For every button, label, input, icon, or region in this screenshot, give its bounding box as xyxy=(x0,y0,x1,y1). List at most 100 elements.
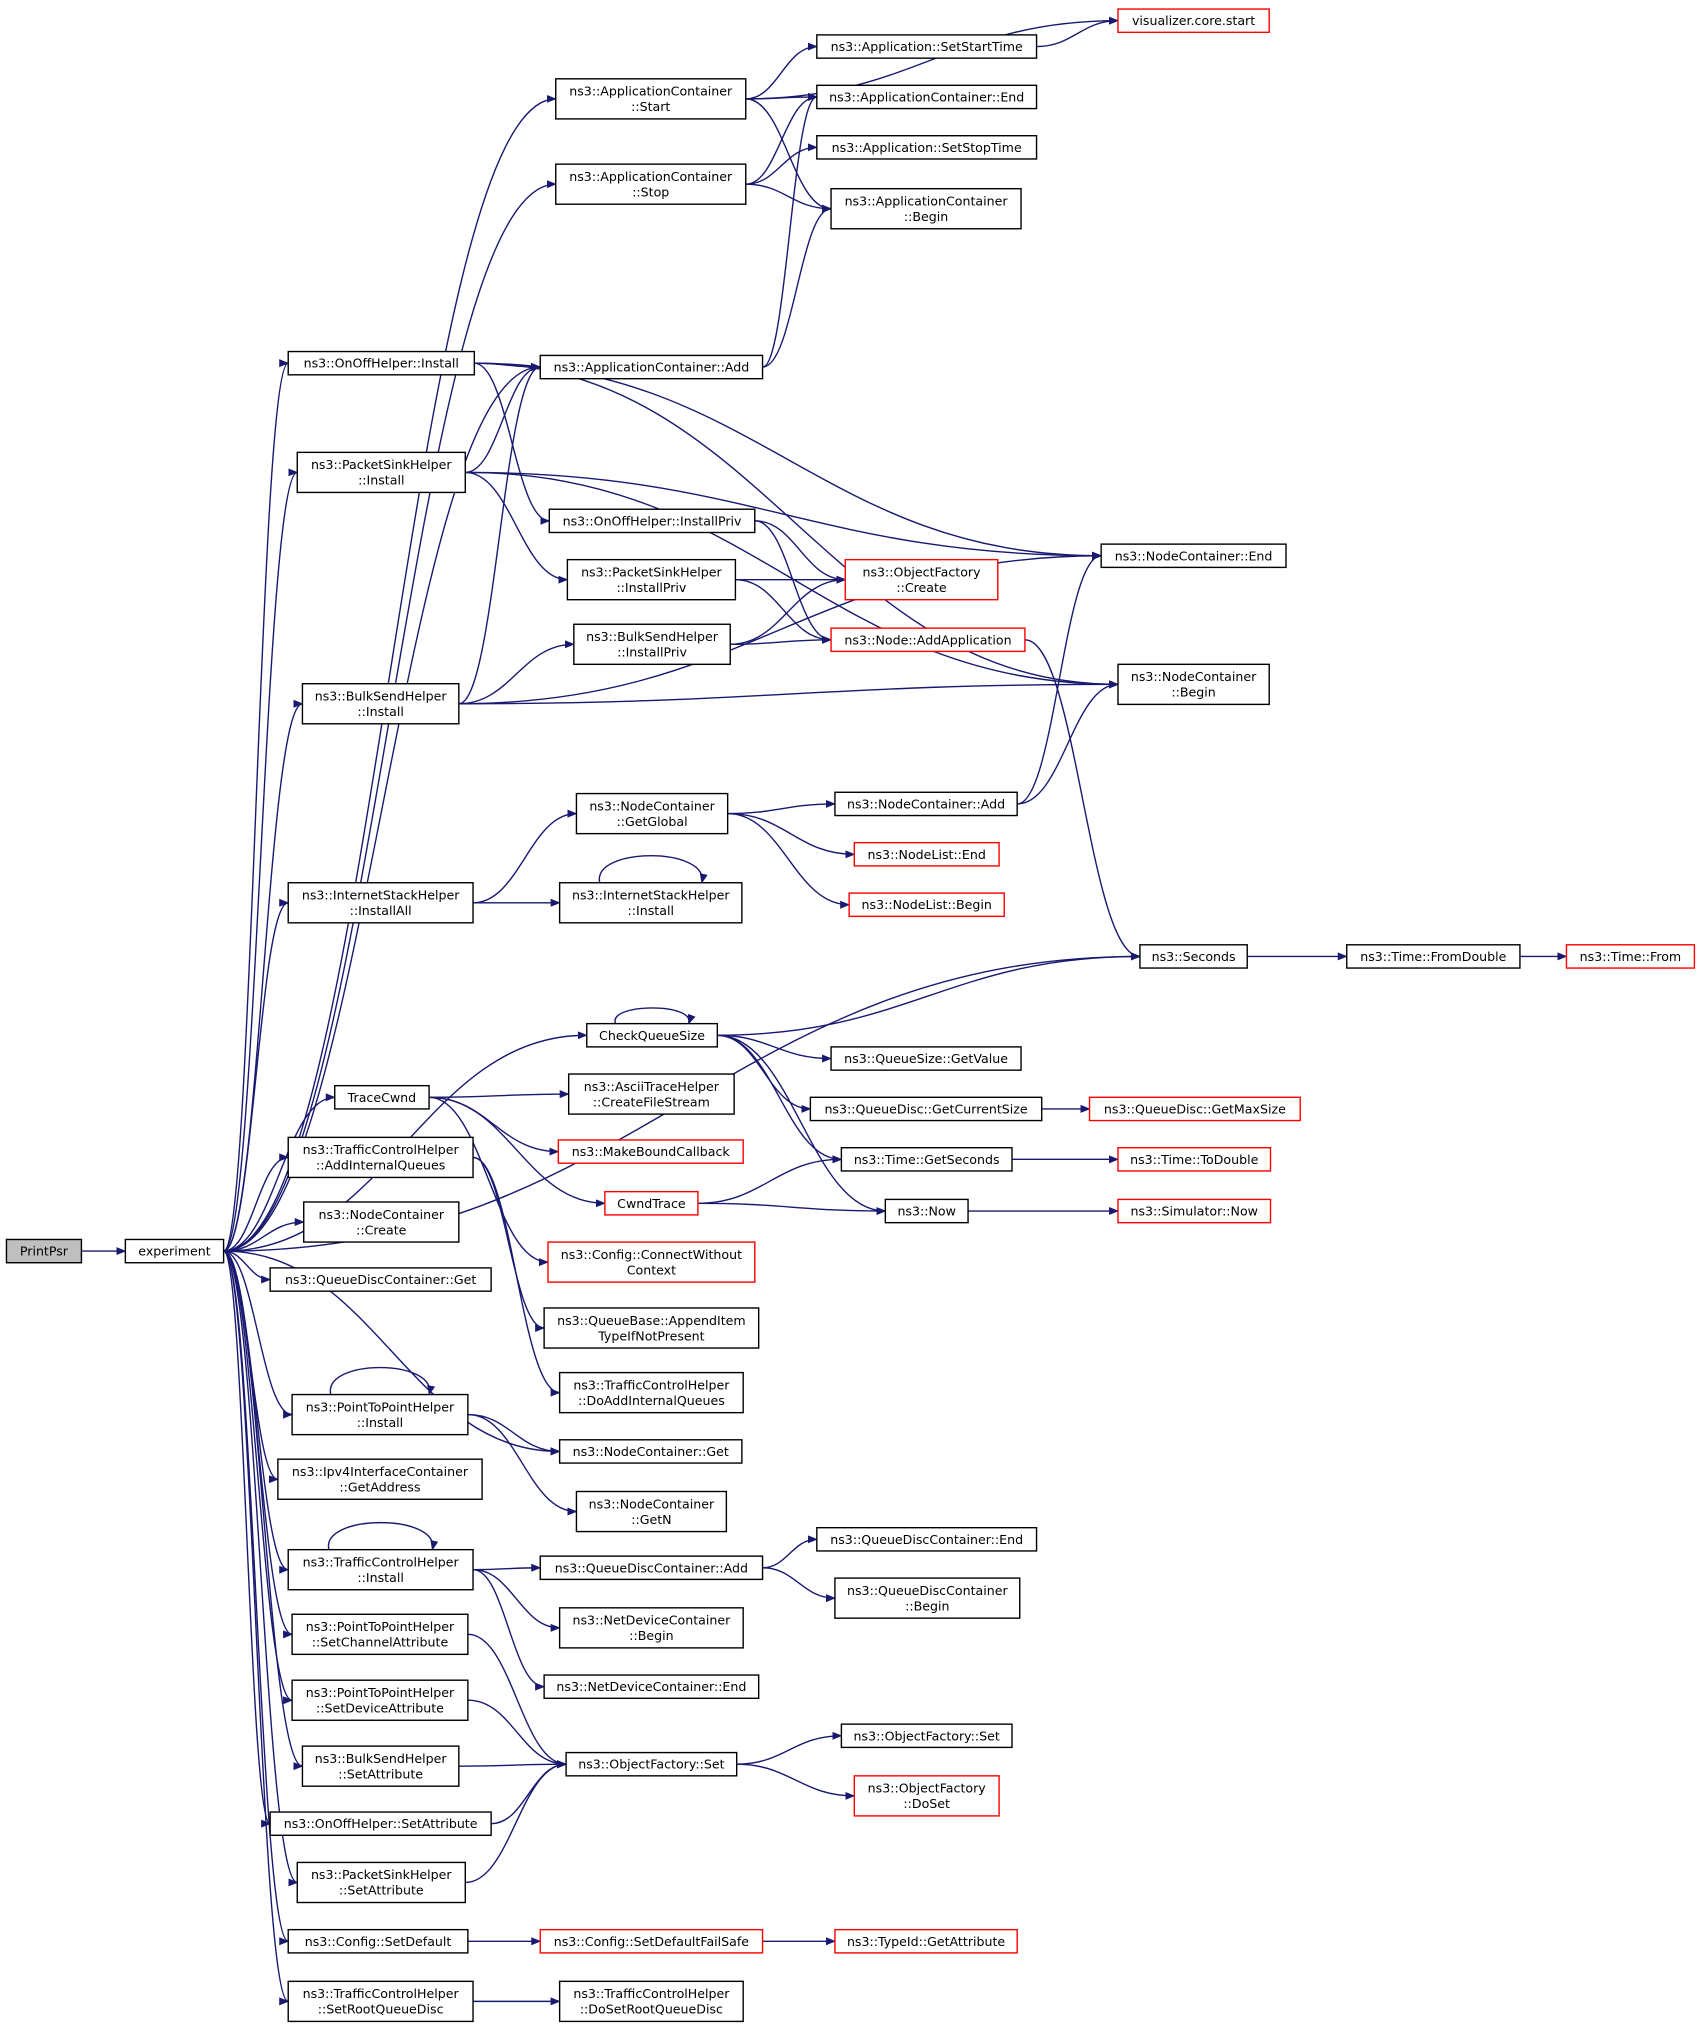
node-visualizer[interactable]: visualizer.core.start xyxy=(1117,8,1270,34)
edge-tch_addinternal-to-qb_append xyxy=(472,1156,546,1332)
node-bulk_installpriv[interactable]: ns3::BulkSendHelper::InstallPriv xyxy=(573,623,731,666)
node-psink_setattr[interactable]: ns3::PacketSinkHelper::SetAttribute xyxy=(296,1861,466,1904)
node-qdc_end[interactable]: ns3::QueueDiscContainer::End xyxy=(816,1526,1038,1552)
node-ipv4_getaddr[interactable]: ns3::Ipv4InterfaceContainer::GetAddress xyxy=(277,1458,483,1500)
node-node_addapp[interactable]: ns3::Node::AddApplication xyxy=(830,627,1026,653)
edge-nc_getglobal-to-nodelist_begin xyxy=(727,812,851,909)
node-nc_create[interactable]: ns3::NodeContainer::Create xyxy=(303,1201,460,1243)
edge-bulk_install-to-nc_begin xyxy=(458,680,1119,705)
node-cwndtrace[interactable]: CwndTrace xyxy=(604,1190,699,1216)
node-nodelist_end[interactable]: ns3::NodeList::End xyxy=(853,841,1000,867)
node-appc_end[interactable]: ns3::ApplicationContainer::End xyxy=(816,84,1038,110)
node-objfac_set2[interactable]: ns3::ObjectFactory::Set xyxy=(840,1723,1013,1749)
edge-cwndtrace-to-now xyxy=(697,1202,887,1216)
node-label: ns3::Time::GetSeconds xyxy=(854,1152,1000,1167)
node-time_getseconds[interactable]: ns3::Time::GetSeconds xyxy=(840,1147,1013,1172)
node-appc_add[interactable]: ns3::ApplicationContainer::Add xyxy=(539,354,764,380)
node-tch_dosetroot[interactable]: ns3::TrafficControlHelper::DoSetRootQueu… xyxy=(558,1980,744,2023)
node-onoff_setattr[interactable]: ns3::OnOffHelper::SetAttribute xyxy=(269,1811,492,1836)
node-psink_install[interactable]: ns3::PacketSinkHelper::Install xyxy=(296,451,466,494)
node-ascii_create[interactable]: ns3::AsciiTraceHelper::CreateFileStream xyxy=(567,1073,735,1115)
node-typeid_getattr[interactable]: ns3::TypeId::GetAttribute xyxy=(834,1928,1018,1954)
node-label: ns3::ObjectFactory xyxy=(868,1781,987,1796)
node-tch_setroot[interactable]: ns3::TrafficControlHelper::SetRootQueueD… xyxy=(287,1980,474,2023)
node-box xyxy=(548,508,756,534)
node-label: ns3::TypeId::GetAttribute xyxy=(847,1934,1005,1949)
node-label: ns3::TrafficControlHelper xyxy=(303,1986,460,2001)
node-box xyxy=(816,84,1038,110)
node-qb_append[interactable]: ns3::QueueBase::AppendItemTypeIfNotPrese… xyxy=(543,1307,760,1349)
node-box xyxy=(573,623,731,666)
node-nodelist_begin[interactable]: ns3::NodeList::Begin xyxy=(848,892,1005,918)
node-label: ns3::PacketSinkHelper xyxy=(311,1867,452,1882)
node-p2p_install[interactable]: ns3::PointToPointHelper::Install xyxy=(291,1393,469,1436)
node-psink_installpriv[interactable]: ns3::PacketSinkHelper::InstallPriv xyxy=(566,558,737,601)
node-label: ::Begin xyxy=(629,1628,673,1643)
node-appc_stop[interactable]: ns3::ApplicationContainer::Stop xyxy=(555,163,747,205)
node-time_todouble[interactable]: ns3::Time::ToDouble xyxy=(1117,1147,1272,1172)
node-onoff_install[interactable]: ns3::OnOffHelper::Install xyxy=(287,350,476,376)
node-qd_getcurrent[interactable]: ns3::QueueDisc::GetCurrentSize xyxy=(809,1096,1043,1122)
node-tch_doadd[interactable]: ns3::TrafficControlHelper::DoAddInternal… xyxy=(558,1371,744,1414)
node-ndc_end[interactable]: ns3::NetDeviceContainer::End xyxy=(543,1674,760,1699)
node-appc_start[interactable]: ns3::ApplicationContainer::Start xyxy=(555,78,747,120)
node-p2p_setchan[interactable]: ns3::PointToPointHelper::SetChannelAttri… xyxy=(291,1613,469,1656)
node-objfac_set[interactable]: ns3::ObjectFactory::Set xyxy=(565,1751,738,1777)
node-nc_get[interactable]: ns3::NodeContainer::Get xyxy=(558,1439,743,1464)
node-time_from[interactable]: ns3::Time::From xyxy=(1565,944,1696,969)
node-nc_getn[interactable]: ns3::NodeContainer::GetN xyxy=(575,1490,728,1533)
node-qd_getmax[interactable]: ns3::QueueDisc::GetMaxSize xyxy=(1088,1096,1301,1122)
node-onoff_installpriv[interactable]: ns3::OnOffHelper::InstallPriv xyxy=(548,508,756,534)
node-label: CheckQueueSize xyxy=(599,1028,705,1043)
node-ish_install[interactable]: ns3::InternetStackHelper::Install xyxy=(558,882,743,924)
node-now[interactable]: ns3::Now xyxy=(884,1198,969,1224)
node-tch_install[interactable]: ns3::TrafficControlHelper::Install xyxy=(287,1548,474,1591)
edge-experiment-to-psink_install xyxy=(222,468,299,1252)
node-bulk_install[interactable]: ns3::BulkSendHelper::Install xyxy=(301,683,460,725)
node-qdc_get[interactable]: ns3::QueueDiscContainer::Get xyxy=(269,1267,492,1292)
node-checkqueuesize[interactable]: CheckQueueSize xyxy=(586,1022,719,1048)
node-qs_getvalue[interactable]: ns3::QueueSize::GetValue xyxy=(830,1046,1022,1071)
node-config_setdefault[interactable]: ns3::Config::SetDefault xyxy=(287,1928,469,1954)
node-p2p_setdev[interactable]: ns3::PointToPointHelper::SetDeviceAttrib… xyxy=(291,1679,469,1721)
node-label: ::Create xyxy=(356,1222,407,1237)
node-bulk_setattr[interactable]: ns3::BulkSendHelper::SetAttribute xyxy=(301,1745,460,1787)
node-label: ns3::PointToPointHelper xyxy=(306,1619,455,1634)
node-tch_addinternal[interactable]: ns3::TrafficControlHelper::AddInternalQu… xyxy=(287,1136,474,1179)
node-time_fromdouble[interactable]: ns3::Time::FromDouble xyxy=(1346,944,1521,969)
node-tracecwnd[interactable]: TraceCwnd xyxy=(334,1084,430,1110)
node-nc_add[interactable]: ns3::NodeContainer::Add xyxy=(834,791,1018,817)
node-label: ::GetAddress xyxy=(339,1479,420,1494)
node-seconds[interactable]: ns3::Seconds xyxy=(1139,944,1248,969)
node-box xyxy=(1117,8,1270,34)
node-experiment[interactable]: experiment xyxy=(124,1238,225,1264)
node-box xyxy=(834,791,1018,817)
node-objfac_create[interactable]: ns3::ObjectFactory::Create xyxy=(844,558,999,601)
edge-experiment-to-bulk_setattr xyxy=(223,1250,304,1771)
node-qdc_add[interactable]: ns3::QueueDiscContainer::Add xyxy=(539,1555,764,1581)
node-config_setdefaultfs[interactable]: ns3::Config::SetDefaultFailSafe xyxy=(539,1928,764,1954)
node-ish_installall[interactable]: ns3::InternetStackHelper::InstallAll xyxy=(287,882,474,924)
node-nc_begin[interactable]: ns3::NodeContainer::Begin xyxy=(1117,663,1270,706)
node-printpsr[interactable]: PrintPsr xyxy=(5,1238,83,1264)
node-qdc_begin[interactable]: ns3::QueueDiscContainer::Begin xyxy=(834,1577,1021,1619)
edge-tch_install-to-ndc_begin xyxy=(473,1568,561,1632)
edge-p2p_install-to-nc_getn xyxy=(467,1413,578,1516)
node-objfac_doset[interactable]: ns3::ObjectFactory::DoSet xyxy=(853,1775,1000,1817)
edge-tch_install-to-ndc_end xyxy=(472,1568,546,1691)
edge-appc_stop-to-appc_end xyxy=(745,92,818,185)
edge-psink_setattr-to-objfac_set xyxy=(465,1760,568,1884)
edge-tch_addinternal-to-tch_doadd xyxy=(472,1156,561,1397)
node-nc_getglobal[interactable]: ns3::NodeContainer::GetGlobal xyxy=(575,792,729,835)
node-label: ns3::Time::FromDouble xyxy=(1360,949,1506,964)
node-app_setstop[interactable]: ns3::Application::SetStopTime xyxy=(816,135,1038,160)
node-appc_begin[interactable]: ns3::ApplicationContainer::Begin xyxy=(830,187,1022,230)
node-ndc_begin[interactable]: ns3::NetDeviceContainer::Begin xyxy=(558,1607,744,1649)
node-box xyxy=(296,451,466,494)
node-app_setstart[interactable]: ns3::Application::SetStartTime xyxy=(816,34,1038,59)
node-sim_now[interactable]: ns3::Simulator::Now xyxy=(1117,1198,1272,1224)
node-makebound[interactable]: ns3::MakeBoundCallback xyxy=(557,1139,744,1164)
node-nc_end[interactable]: ns3::NodeContainer::End xyxy=(1100,543,1287,569)
node-label: ::Begin xyxy=(904,209,948,224)
